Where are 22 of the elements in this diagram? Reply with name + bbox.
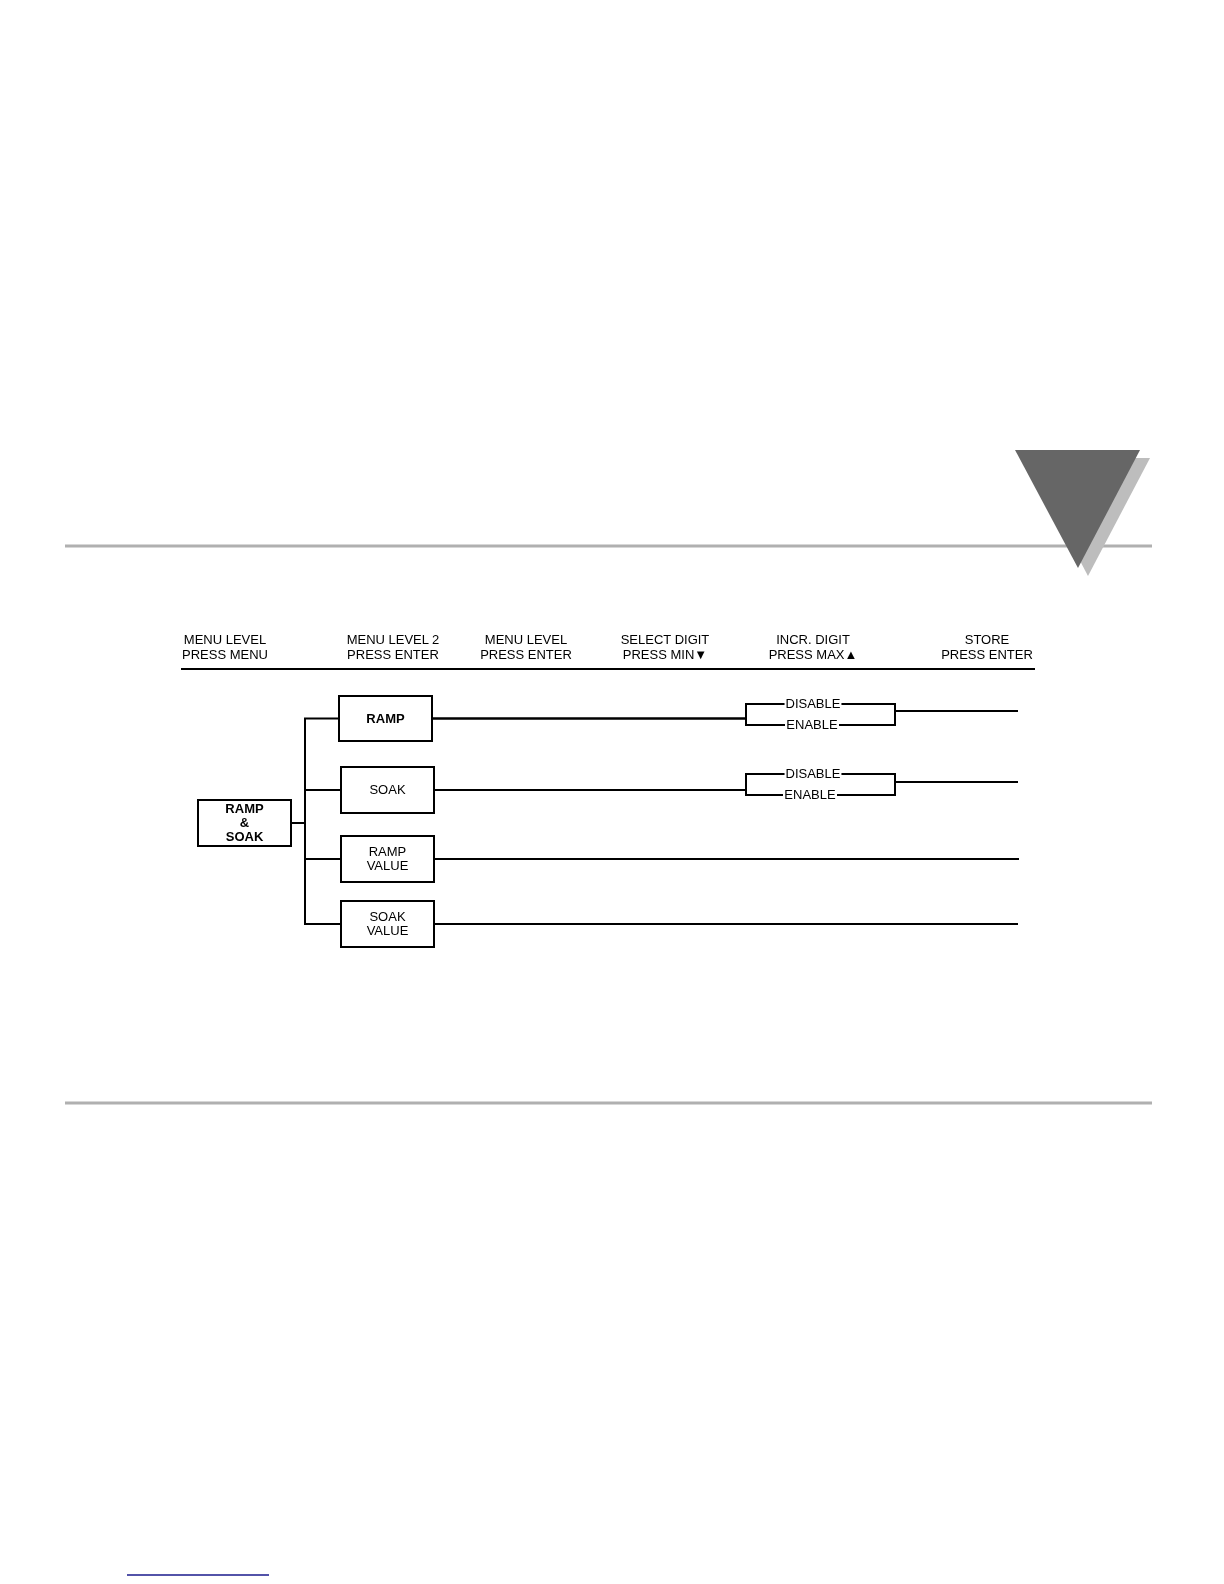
column-heading: STORE PRESS ENTER	[941, 632, 1033, 662]
menu-box: RAMP & SOAK	[197, 799, 292, 847]
column-heading: MENU LEVEL PRESS MENU	[182, 632, 268, 662]
menu-box: RAMP VALUE	[340, 835, 435, 883]
connector-line	[291, 822, 341, 925]
option-text: DISABLE	[784, 767, 842, 781]
column-heading: INCR. DIGIT PRESS MAX▲	[768, 632, 858, 662]
connector-line	[434, 857, 1019, 860]
menu-box: SOAK VALUE	[340, 900, 435, 948]
connector-line	[434, 923, 1019, 925]
menu-box: SOAK	[340, 766, 435, 814]
connector-line	[434, 789, 785, 796]
option-text: ENABLE	[785, 718, 839, 732]
menu-box: RAMP	[338, 695, 433, 742]
option-text: ENABLE	[783, 788, 837, 802]
column-heading: MENU LEVEL 2 PRESS ENTER	[346, 632, 440, 662]
column-heading: SELECT DIGIT PRESS MIN▼	[620, 632, 710, 662]
connector-line	[837, 710, 1019, 726]
column-heading: MENU LEVEL PRESS ENTER	[480, 632, 572, 662]
option-text: DISABLE	[784, 697, 842, 711]
connector-line	[835, 781, 1019, 796]
connector-line	[432, 717, 787, 726]
